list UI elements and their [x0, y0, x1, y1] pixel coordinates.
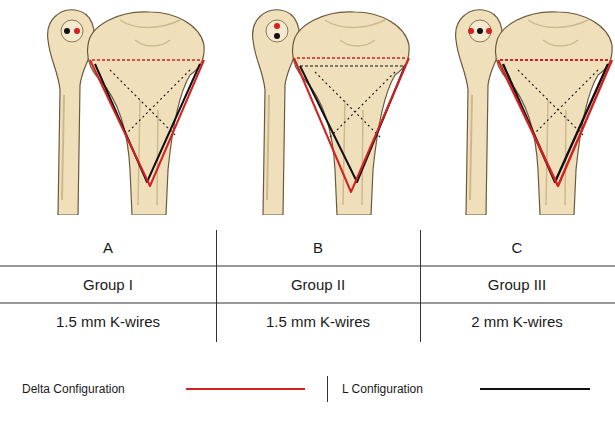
group-name: Group I [83, 276, 133, 294]
column-header: B [313, 239, 323, 257]
wire-size: 1.5 mm K-wires [56, 313, 160, 331]
column-header: A [103, 239, 113, 257]
legend-line [480, 388, 590, 390]
legend-line [186, 388, 305, 390]
group-name: Group III [488, 276, 546, 294]
wire-size: 2 mm K-wires [471, 313, 563, 331]
legend-text: L Configuration [342, 382, 423, 396]
legend-text: Delta Configuration [22, 382, 125, 396]
wire-size: 1.5 mm K-wires [266, 313, 370, 331]
group-name: Group II [291, 276, 345, 294]
column-header: C [512, 239, 523, 257]
